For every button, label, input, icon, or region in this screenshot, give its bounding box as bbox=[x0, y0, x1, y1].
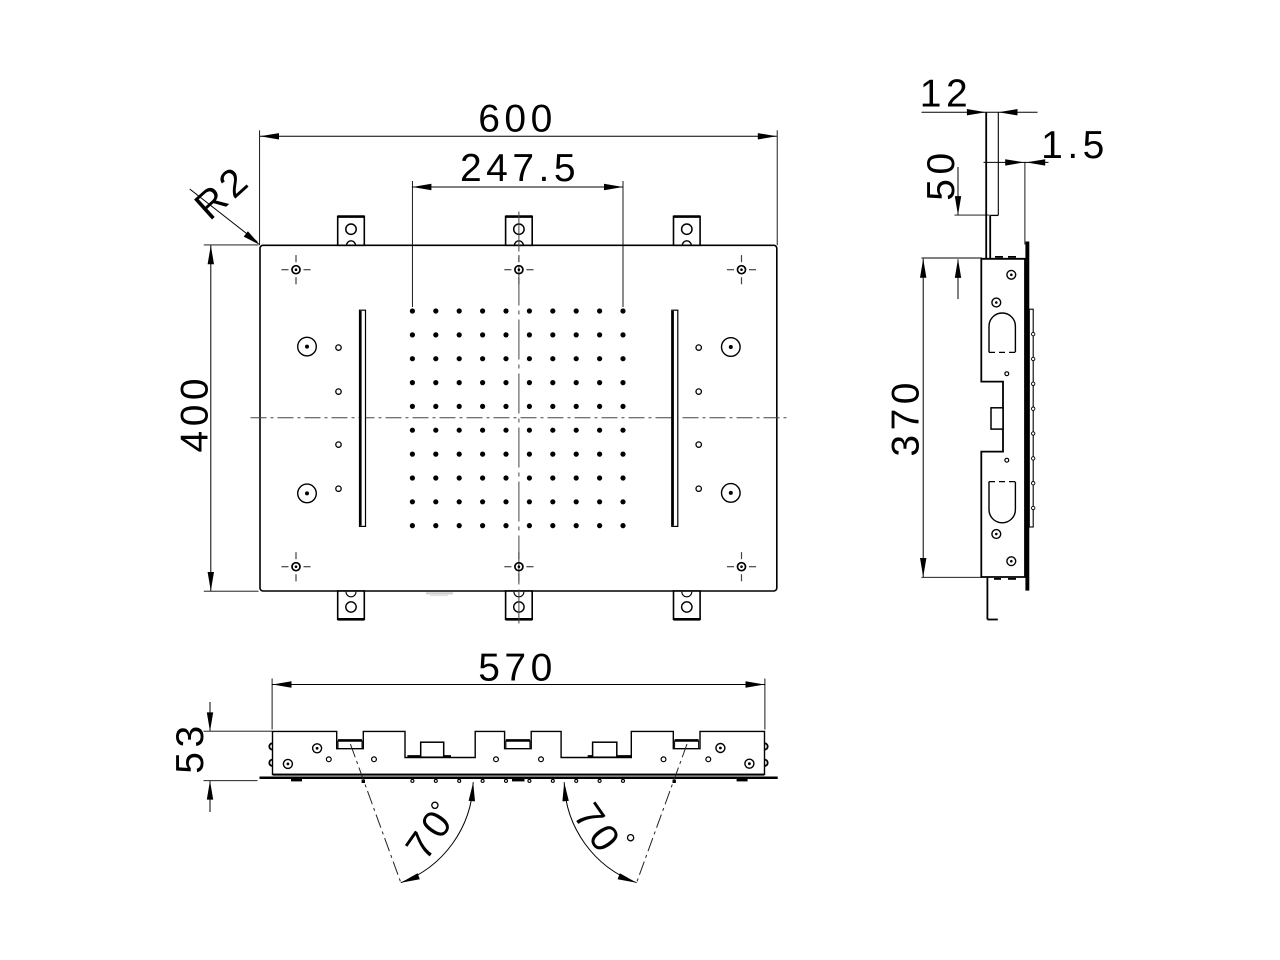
svg-text:12: 12 bbox=[920, 73, 972, 116]
svg-text:400: 400 bbox=[173, 374, 216, 453]
svg-text:600: 600 bbox=[478, 98, 557, 141]
svg-text:50: 50 bbox=[920, 148, 963, 200]
svg-text:570: 570 bbox=[478, 647, 557, 690]
svg-text:247.5: 247.5 bbox=[460, 147, 580, 190]
svg-text:53: 53 bbox=[169, 721, 212, 773]
svg-text:1.5: 1.5 bbox=[1041, 124, 1109, 167]
svg-text:370: 370 bbox=[885, 378, 928, 457]
